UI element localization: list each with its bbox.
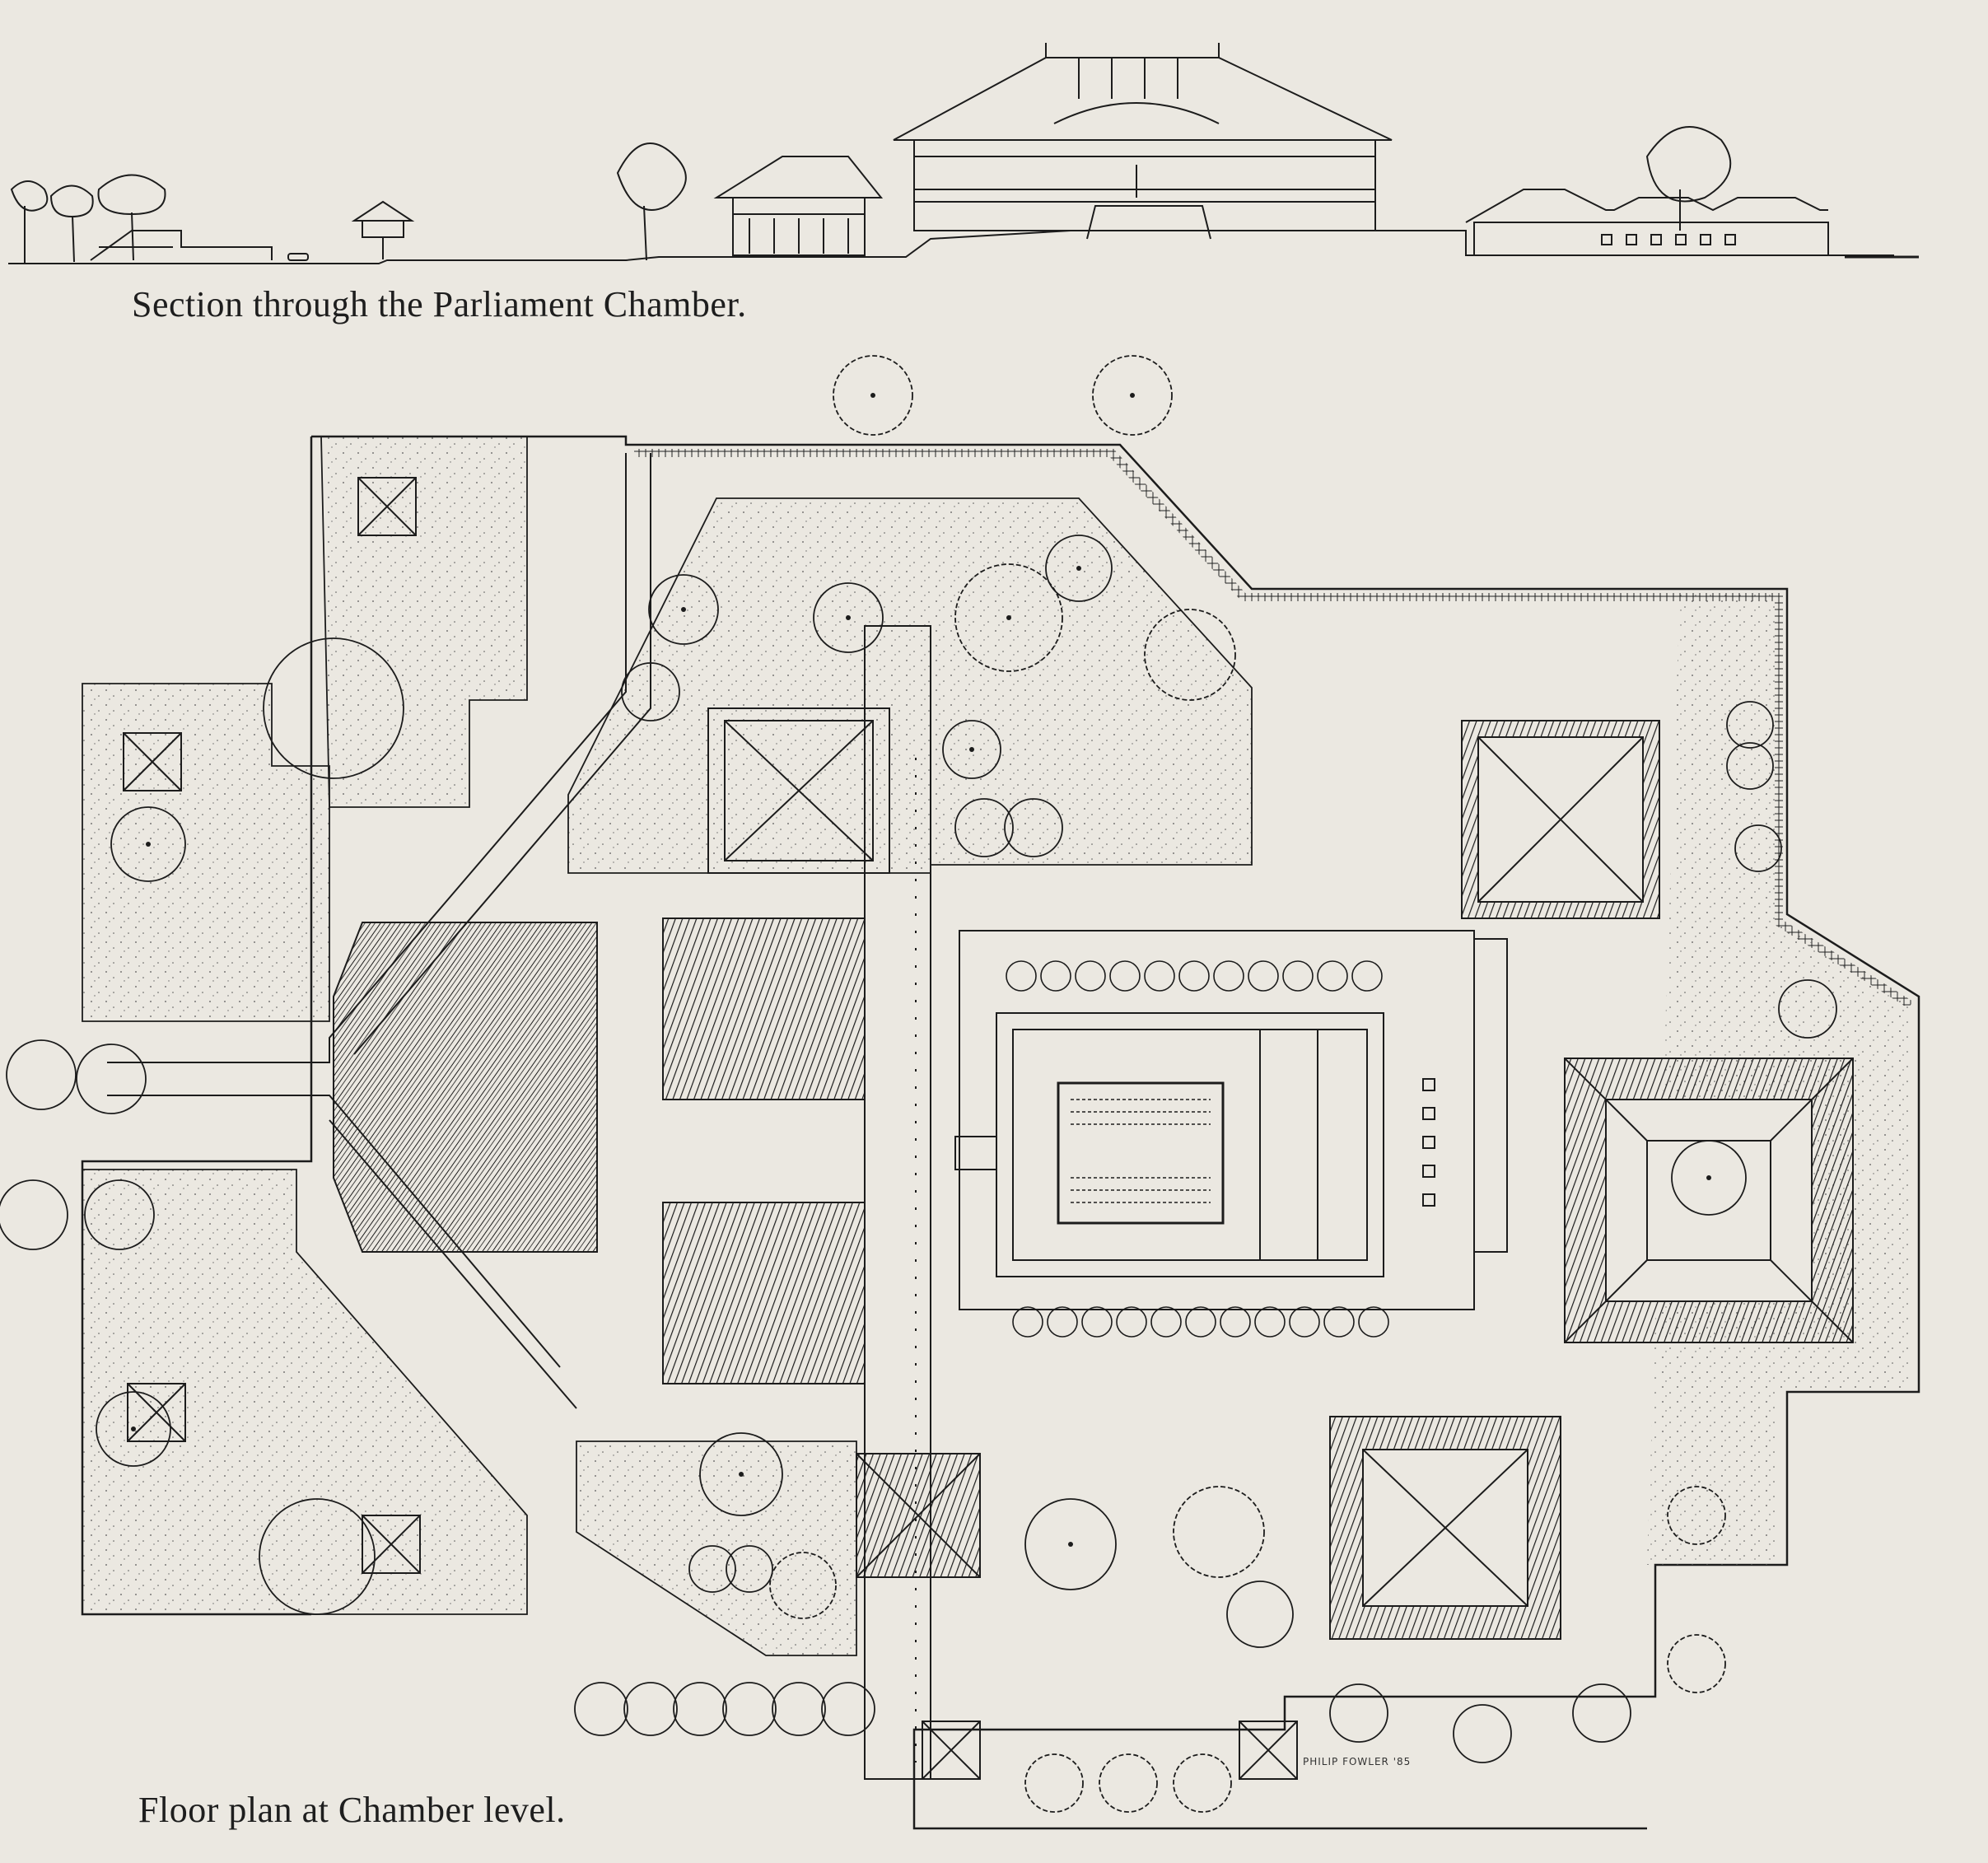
- pavilion-roof-section: [713, 156, 884, 256]
- roof-south-spine: [856, 1453, 981, 1578]
- section-caption: Section through the Parliament Chamber.: [132, 284, 747, 325]
- roof-east-large: [1564, 1058, 1854, 1343]
- tree-center-dots: [131, 393, 1711, 1547]
- floor-plan: [0, 355, 1920, 1830]
- tree-left-2: [49, 184, 94, 263]
- pool-triangle: [333, 922, 598, 1253]
- trees: [0, 355, 1837, 1813]
- roof-small-top-left: [357, 477, 417, 536]
- roof-small-left: [123, 732, 182, 791]
- chamber-outer: [996, 1012, 1384, 1277]
- pool-lower: [662, 1202, 866, 1384]
- roof-top-center: [707, 707, 890, 874]
- hedge-bottom: [1012, 1306, 1389, 1338]
- garden-top-left: [320, 436, 528, 808]
- central-spine: [864, 625, 931, 1780]
- roof-south-east: [1329, 1416, 1561, 1640]
- right-buildings-section: [1465, 126, 1829, 256]
- small-pavilion: [351, 200, 415, 259]
- chamber-hall: [1057, 1081, 1225, 1225]
- section-drawing: [8, 43, 1919, 264]
- plan-caption: Floor plan at Chamber level.: [138, 1790, 566, 1830]
- garden-bottom-center: [576, 1440, 857, 1656]
- pool-upper: [662, 917, 866, 1100]
- roof-small-bottom-2: [1239, 1721, 1298, 1780]
- tree-mid: [616, 142, 687, 261]
- chamber-roof-section: [893, 43, 1393, 240]
- garden-left-upper: [82, 683, 330, 1022]
- roof-small-bottom-1: [922, 1721, 981, 1780]
- garden-top-center: [567, 497, 1253, 874]
- artist-signature: PHILIP FOWLER '85: [1303, 1756, 1412, 1767]
- garden-left-lower: [82, 1169, 528, 1615]
- courtyard-squares: [1422, 1078, 1435, 1207]
- roof-east-upper: [1461, 720, 1660, 919]
- tree-left-3: [97, 174, 166, 261]
- roof-small-lower-left: [127, 1383, 186, 1442]
- hedge-top: [1006, 960, 1383, 992]
- tree-left-1: [10, 180, 49, 264]
- chamber-courtyard: [959, 930, 1475, 1310]
- roof-small-bottom-left: [362, 1515, 421, 1574]
